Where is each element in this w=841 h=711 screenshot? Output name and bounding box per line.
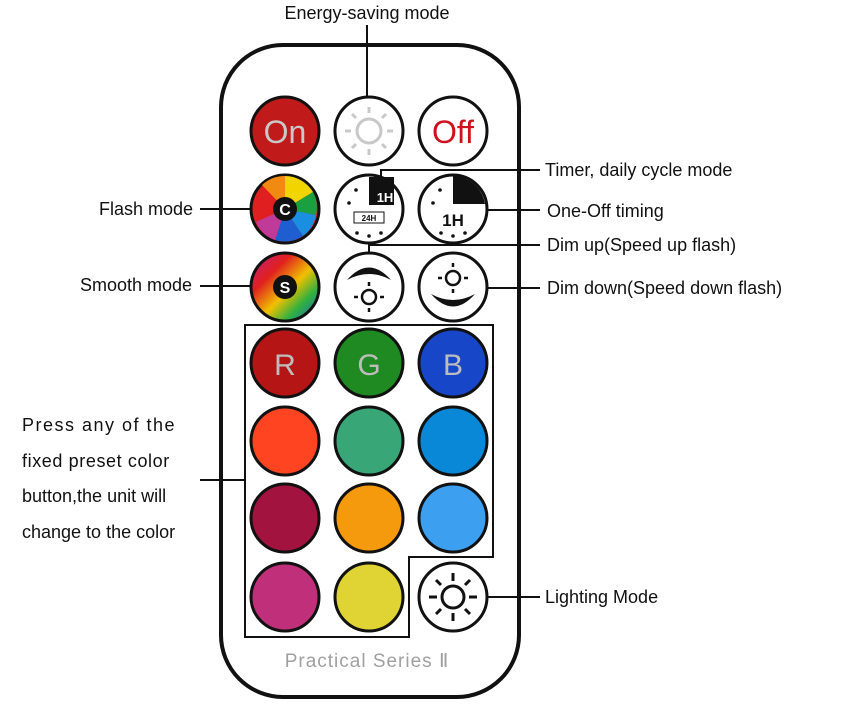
dim-down-button[interactable] bbox=[417, 251, 489, 323]
clock-quarter-icon bbox=[453, 176, 485, 204]
label-timer: Timer, daily cycle mode bbox=[545, 160, 732, 180]
preset-color-button[interactable] bbox=[417, 482, 489, 554]
preset-color-button[interactable] bbox=[249, 482, 321, 554]
arrow-up-icon bbox=[347, 267, 391, 280]
label-dim-down: Dim down(Speed down flash) bbox=[547, 278, 782, 298]
sun-icon bbox=[345, 107, 393, 155]
label-preset-line: button,the unit will bbox=[22, 486, 166, 506]
b-label: B bbox=[443, 349, 463, 382]
label-smooth: Smooth mode bbox=[80, 275, 192, 295]
timer-button[interactable]: 1H 24H bbox=[333, 173, 405, 245]
green-button[interactable]: G bbox=[333, 327, 405, 399]
timer-24h-label: 24H bbox=[362, 214, 377, 223]
smooth-mode-button[interactable]: S bbox=[249, 251, 321, 323]
flash-letter: C bbox=[279, 202, 291, 219]
r-label: R bbox=[274, 349, 296, 382]
on-label: On bbox=[264, 114, 307, 150]
brand-logo: Practical Series Ⅱ bbox=[285, 651, 450, 672]
label-energy-saving: Energy-saving mode bbox=[284, 3, 449, 23]
label-dim-up: Dim up(Speed up flash) bbox=[547, 235, 736, 255]
label-preset-line: fixed preset color bbox=[22, 451, 170, 471]
arrow-down-icon bbox=[431, 294, 475, 307]
label-preset-line: Press any of the bbox=[22, 415, 176, 435]
preset-color-button[interactable] bbox=[249, 561, 321, 633]
preset-color-button[interactable] bbox=[333, 482, 405, 554]
on-button[interactable]: On bbox=[249, 95, 321, 167]
blue-button[interactable]: B bbox=[417, 327, 489, 399]
sun-icon bbox=[429, 573, 477, 621]
dim-up-button[interactable] bbox=[333, 251, 405, 323]
g-label: G bbox=[357, 349, 380, 382]
lighting-mode-button[interactable] bbox=[417, 561, 489, 633]
smooth-letter: S bbox=[280, 280, 291, 297]
red-button[interactable]: R bbox=[249, 327, 321, 399]
clock-quarter-icon bbox=[369, 177, 394, 205]
preset-color-button[interactable] bbox=[333, 405, 405, 477]
off-button[interactable]: Off bbox=[417, 95, 489, 167]
label-flash: Flash mode bbox=[99, 199, 193, 219]
label-one-off: One-Off timing bbox=[547, 201, 664, 221]
preset-color-button[interactable] bbox=[249, 405, 321, 477]
clock-dots-icon bbox=[431, 188, 467, 238]
sun-icon bbox=[354, 282, 384, 312]
sun-icon bbox=[438, 263, 468, 293]
oneoff-1h-label: 1H bbox=[442, 211, 464, 230]
energy-saving-button[interactable] bbox=[333, 95, 405, 167]
timer-1h-label: 1H bbox=[377, 190, 394, 205]
preset-color-group-outline bbox=[244, 324, 494, 638]
label-preset-line: change to the color bbox=[22, 522, 175, 542]
off-label: Off bbox=[432, 114, 474, 150]
preset-color-button[interactable] bbox=[333, 561, 405, 633]
flash-mode-button[interactable]: C bbox=[249, 173, 321, 245]
preset-color-button[interactable] bbox=[417, 405, 489, 477]
one-off-timing-button[interactable]: 1H bbox=[417, 173, 489, 245]
clock-dots-icon bbox=[347, 188, 383, 238]
label-lighting-mode: Lighting Mode bbox=[545, 587, 658, 607]
